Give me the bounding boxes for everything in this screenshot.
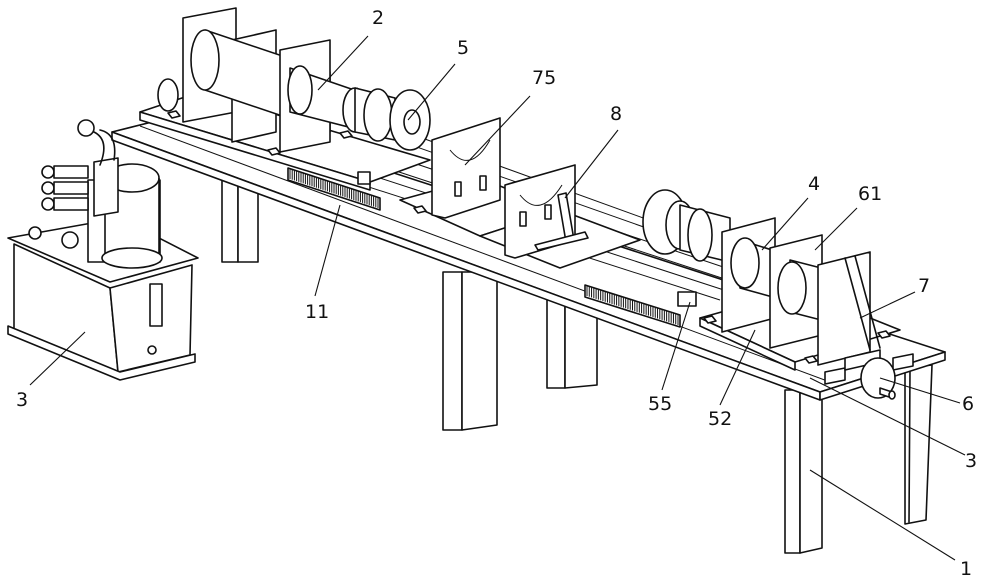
leader-6	[814, 207, 858, 251]
leader-7	[464, 95, 531, 166]
label-61: 7	[918, 275, 930, 297]
leader-lines	[29, 35, 966, 561]
bolt	[339, 130, 353, 139]
v-support-assembly	[357, 117, 641, 269]
leg-mid-front-side	[461, 271, 498, 431]
label-5: 52	[708, 408, 732, 430]
toothed-rack-11	[287, 167, 681, 328]
breather	[61, 231, 79, 249]
label-2: 3	[965, 450, 977, 472]
leader-4	[407, 63, 456, 121]
channel-opening	[824, 367, 846, 385]
slider-block	[357, 171, 371, 185]
handwheel-55	[860, 357, 896, 399]
leader-61	[859, 291, 916, 319]
leader-5	[719, 329, 756, 406]
leader-3b	[761, 197, 809, 251]
leader-52	[661, 301, 691, 391]
bolt	[167, 110, 181, 119]
leg-front-right	[784, 389, 801, 554]
v-block-7	[431, 117, 501, 219]
leg-mid-front	[442, 271, 463, 431]
brace-61	[844, 255, 881, 351]
label-55: 6	[962, 393, 974, 415]
channel-opening	[892, 353, 914, 371]
label-3b: 4	[808, 173, 820, 195]
valve-stack	[41, 165, 89, 211]
filler-cap	[28, 226, 42, 240]
mount-plate	[817, 251, 871, 366]
label-4: 5	[457, 37, 469, 59]
label-75: 8	[610, 103, 622, 125]
pressure-gauge	[77, 119, 95, 137]
oil-level-gauge	[149, 283, 163, 327]
leader-11	[314, 204, 341, 297]
label-11: 11	[305, 301, 329, 323]
hydraulic-unit-8	[7, 119, 199, 381]
tank-base	[7, 325, 196, 381]
leg-mid-back	[546, 299, 566, 389]
drain-plug	[147, 345, 157, 355]
leader-2	[809, 377, 966, 456]
leader-3a	[317, 35, 369, 91]
leader-55	[879, 377, 961, 404]
label-6: 61	[858, 183, 882, 205]
callout-labels: 2 5 75 8 4 61 7 6 3 1 52 55 11 3	[16, 7, 977, 580]
left-cylinder-assembly	[157, 7, 431, 153]
slider-block-52	[677, 291, 697, 307]
motor-flange	[101, 247, 163, 269]
bolt	[267, 147, 281, 156]
label-7: 75	[532, 67, 556, 89]
leader-1	[809, 469, 956, 561]
bolt	[804, 355, 818, 364]
bolt	[703, 315, 717, 324]
label-3a: 2	[372, 7, 384, 29]
leader-8	[29, 331, 86, 386]
leader-75	[564, 129, 619, 199]
manifold	[93, 157, 119, 217]
label-8: 3	[16, 389, 28, 411]
right-cylinder-assembly	[642, 189, 896, 400]
bolt	[413, 205, 427, 214]
hose	[93, 131, 105, 166]
label-1: 1	[960, 558, 972, 580]
bolt	[877, 330, 891, 339]
label-52: 55	[648, 393, 672, 415]
